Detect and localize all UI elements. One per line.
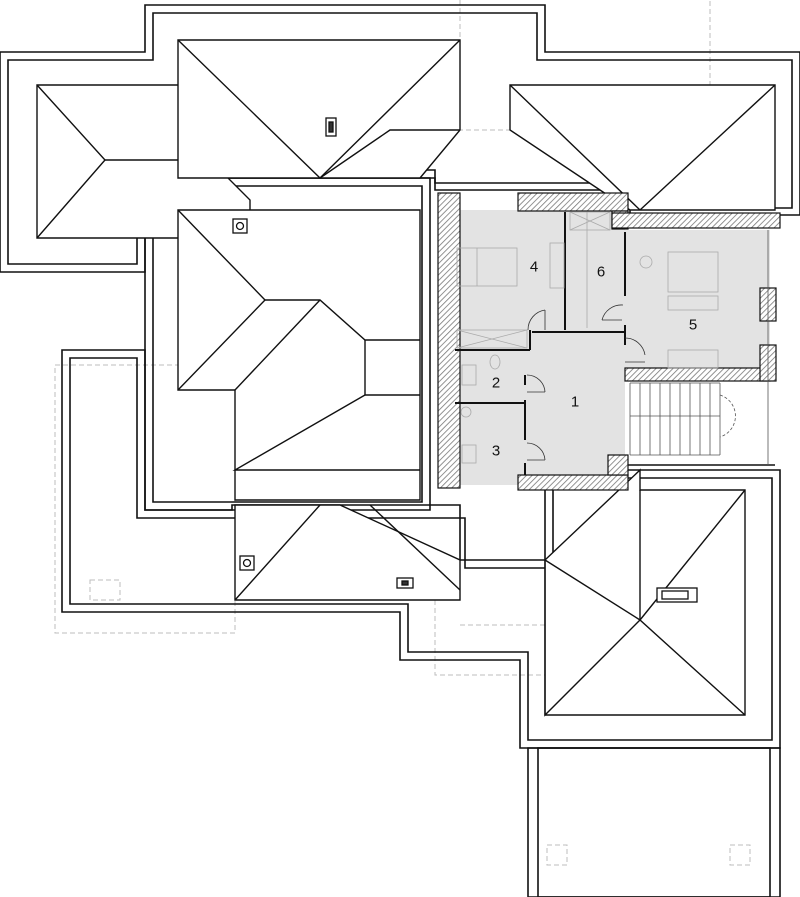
room-3-label: 3 — [491, 442, 501, 460]
roof-planes — [36, 39, 776, 717]
room-6-label: 6 — [596, 263, 606, 281]
upper-floor — [437, 192, 781, 491]
room-1-label: 1 — [570, 393, 580, 411]
room-4-label: 4 — [529, 258, 539, 276]
room-5-label: 5 — [688, 316, 698, 334]
room-2-label: 2 — [491, 374, 501, 392]
chimney-icons — [232, 117, 698, 603]
staircase — [628, 230, 775, 466]
